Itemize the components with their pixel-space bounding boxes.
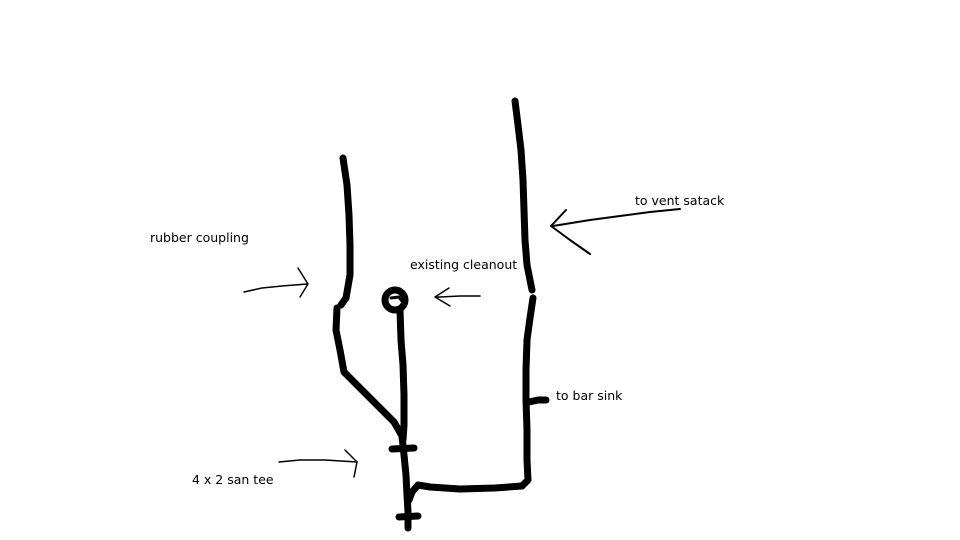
san-tee-mark-upper xyxy=(388,444,418,453)
santee-arrow-shaft xyxy=(278,459,358,463)
right-pipe-vent xyxy=(511,97,536,294)
cleanout-branch xyxy=(396,306,408,444)
label-existing-cleanout: existing cleanout xyxy=(410,257,518,272)
bottom-horizontal xyxy=(405,481,526,504)
cleanout-arrow-head xyxy=(434,287,451,307)
bar-sink-stub xyxy=(525,396,550,406)
cleanout-mark xyxy=(389,295,406,306)
left-pipe-lower xyxy=(332,304,406,440)
cleanout-arrow-shaft xyxy=(435,295,481,298)
left-pipe-upper xyxy=(337,154,354,309)
santee-arrow-head xyxy=(344,449,358,478)
label-bar-sink: to bar sink xyxy=(556,388,623,403)
san-tee-mark-lower xyxy=(395,512,422,521)
label-rubber-coupling: rubber coupling xyxy=(150,230,249,245)
label-vent-stack: to vent satack xyxy=(635,193,725,208)
right-pipe-lower xyxy=(518,294,537,490)
rubber-arrow-shaft xyxy=(243,283,308,293)
vent-arrow-shaft xyxy=(552,208,681,227)
rubber-arrow-head xyxy=(297,267,309,298)
cleanout-cap xyxy=(381,286,409,314)
label-san-tee: 4 x 2 san tee xyxy=(192,472,274,487)
vent-arrow-head xyxy=(550,209,591,255)
